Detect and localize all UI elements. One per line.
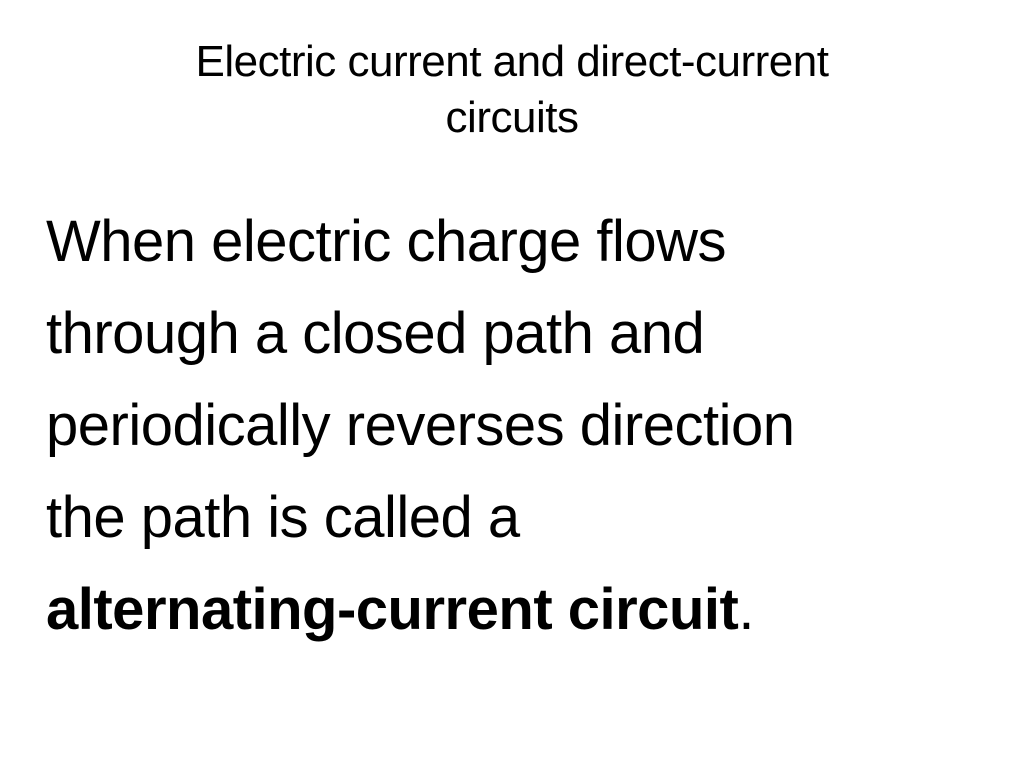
slide-title-line-1: Electric current and direct-current [195, 37, 829, 86]
defined-term: alternating-current circuit [46, 577, 739, 642]
body-line-3: periodically reverses direction [46, 393, 795, 458]
slide-title-line-2: circuits [445, 93, 579, 142]
slide-body-text: When electric charge flows through a clo… [46, 196, 991, 656]
defined-term-period: . [738, 577, 754, 642]
body-line-2: through a closed path and [46, 301, 705, 366]
slide-title: Electric current and direct-current circ… [40, 34, 984, 146]
body-line-1: When electric charge flows [46, 209, 727, 274]
body-line-4: the path is called a [46, 485, 520, 550]
body-line-5: alternating-current circuit. [46, 564, 991, 656]
